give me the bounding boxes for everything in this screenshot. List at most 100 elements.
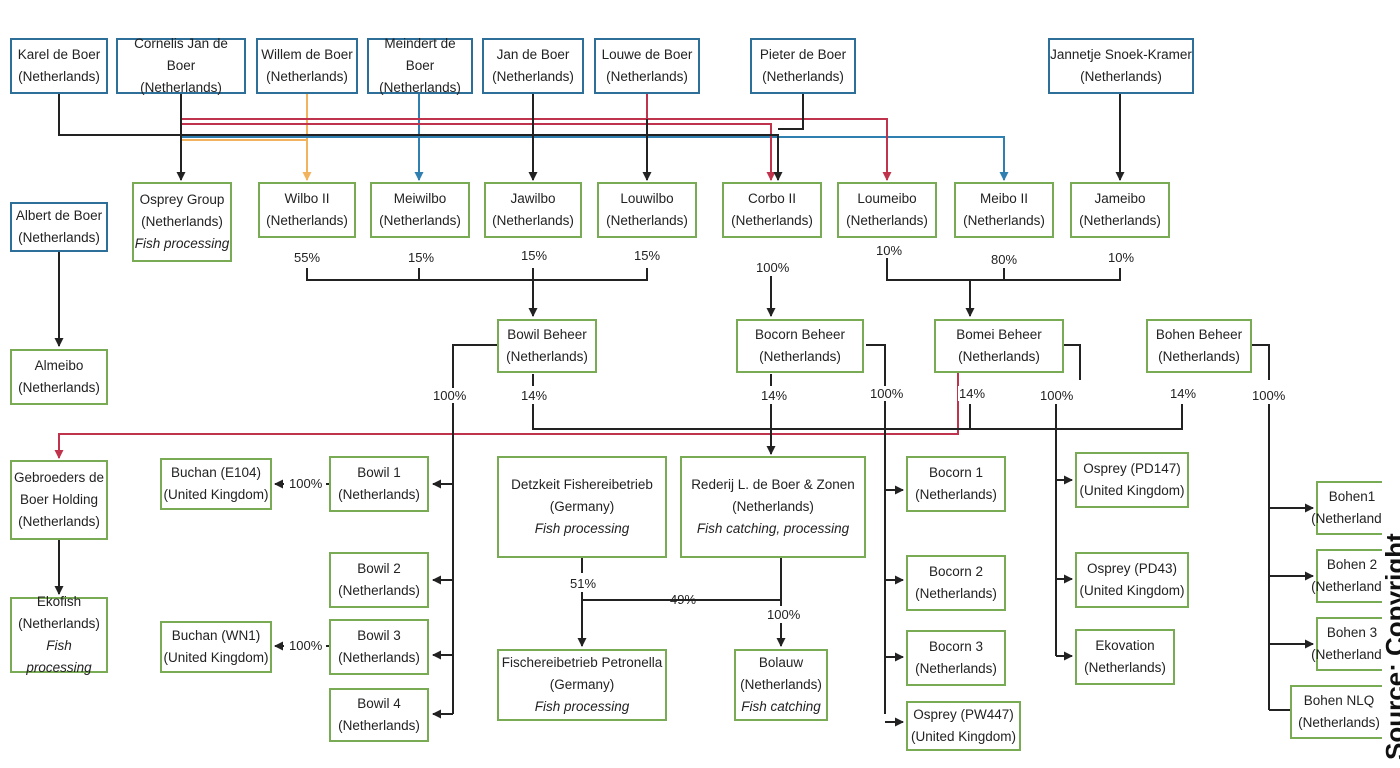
node-country: (United Kingdom) bbox=[910, 729, 1017, 744]
node-name: Bohen 3 bbox=[1326, 625, 1378, 640]
company-bowil-2: Bowil 2 (Netherlands) bbox=[329, 552, 429, 608]
node-name: Loumeibo bbox=[857, 191, 917, 206]
node-country: (Netherlands) bbox=[846, 213, 928, 228]
line-red-bomei-to-gebroeders bbox=[54, 372, 959, 459]
node-country: (Netherlands) bbox=[759, 349, 841, 364]
company-bohen-2: Bohen 2 (Netherlands) bbox=[1311, 549, 1393, 603]
company-bolauw: Bolauw (Netherlands) Fish catching bbox=[734, 649, 828, 721]
company-osprey-group: Osprey Group (Netherlands) Fish processi… bbox=[132, 182, 232, 262]
company-almeibo: Almeibo (Netherlands) bbox=[10, 349, 108, 405]
pct-bocorn-to-rederij: 14% bbox=[760, 388, 789, 403]
right-edge-strip bbox=[1382, 0, 1400, 768]
line-bomei-subs bbox=[1055, 344, 1081, 656]
node-name: Bohen NLQ bbox=[1303, 693, 1375, 708]
node-name: Louwilbo bbox=[620, 191, 674, 206]
node-country: (Netherlands) bbox=[732, 499, 814, 514]
edge-watermark-text: Source: Copyright bbox=[1380, 533, 1400, 760]
node-country: (Netherlands) bbox=[731, 213, 813, 228]
node-name: Meiwilbo bbox=[393, 191, 447, 206]
node-name: Jan de Boer bbox=[496, 47, 570, 62]
node-country: (Netherlands) bbox=[338, 718, 420, 733]
node-country: (Netherlands) bbox=[958, 349, 1040, 364]
company-meibo-ii: Meibo II (Netherlands) bbox=[954, 182, 1054, 238]
pct-bomei-subs: 100% bbox=[1039, 388, 1075, 403]
person-jan-de-boer: Jan de Boer (Netherlands) bbox=[482, 38, 584, 94]
node-name: Bowil 3 bbox=[357, 628, 401, 643]
node-country: (Netherlands) bbox=[1079, 213, 1161, 228]
node-name: Jameibo bbox=[1094, 191, 1146, 206]
pct-jameibo: 10% bbox=[1107, 250, 1136, 265]
node-name: Meibo II bbox=[979, 191, 1029, 206]
company-buchan-wn1: Buchan (WN1) (United Kingdom) bbox=[160, 621, 272, 673]
node-country: (Netherlands) bbox=[18, 230, 100, 245]
node-name: Bowil 4 bbox=[357, 696, 401, 711]
node-name: Willem de Boer bbox=[261, 47, 353, 62]
node-name: Cornelis Jan de Boer bbox=[134, 36, 228, 73]
node-country: (Netherlands) bbox=[606, 69, 688, 84]
node-country: (Netherlands) bbox=[338, 487, 420, 502]
node-country: (Netherlands) bbox=[1311, 579, 1393, 594]
company-meiwilbo: Meiwilbo (Netherlands) bbox=[370, 182, 470, 238]
person-jannetje-snoek-kramer: Jannetje Snoek-Kramer (Netherlands) bbox=[1048, 38, 1194, 94]
node-name: Karel de Boer bbox=[17, 47, 101, 62]
node-country: (Netherlands) bbox=[18, 616, 100, 631]
node-country: (Netherlands) bbox=[915, 661, 997, 676]
node-name: Jannetje Snoek-Kramer bbox=[1050, 47, 1192, 62]
line-bohen-subs bbox=[1252, 344, 1270, 710]
node-country: (Netherlands) bbox=[740, 677, 822, 692]
node-activity: Fish processing bbox=[534, 521, 630, 536]
company-bowil-beheer: Bowil Beheer (Netherlands) bbox=[497, 319, 597, 373]
company-osprey-pw447: Osprey (PW447) (United Kingdom) bbox=[906, 701, 1021, 751]
pct-detzkeit-to-petronella: 51% bbox=[569, 576, 598, 591]
company-bowil-1: Bowil 1 (Netherlands) bbox=[329, 456, 429, 512]
node-name: Osprey (PW447) bbox=[913, 707, 1014, 722]
node-name: Fischereibetrieb Petronella bbox=[501, 655, 663, 670]
node-country: (Netherlands) bbox=[492, 69, 574, 84]
company-osprey-pd147: Osprey (PD147) (United Kingdom) bbox=[1075, 452, 1189, 508]
person-meindert-de-boer: Meindert de Boer (Netherlands) bbox=[367, 36, 473, 95]
node-activity: Fish processing bbox=[134, 236, 230, 251]
line-pieter-to-corbo bbox=[778, 94, 804, 130]
company-gebroeders-de-boer-holding: Gebroeders de Boer Holding (Netherlands) bbox=[10, 460, 108, 540]
person-pieter-de-boer: Pieter de Boer (Netherlands) bbox=[750, 38, 856, 94]
node-activity: Fish catching, processing bbox=[696, 521, 850, 536]
node-country: (Netherlands) bbox=[266, 213, 348, 228]
pct-loumeibo: 10% bbox=[875, 243, 904, 258]
node-country: (Netherlands) bbox=[379, 80, 461, 95]
node-name: Osprey (PD147) bbox=[1083, 461, 1181, 476]
node-country: (Netherlands) bbox=[338, 583, 420, 598]
person-albert-de-boer: Albert de Boer (Netherlands) bbox=[10, 202, 108, 252]
pct-wilbo-ii: 55% bbox=[293, 250, 322, 265]
node-country: (Germany) bbox=[549, 677, 615, 692]
node-name: Pieter de Boer bbox=[759, 47, 847, 62]
company-jawilbo: Jawilbo (Netherlands) bbox=[484, 182, 582, 238]
company-wilbo-ii: Wilbo II (Netherlands) bbox=[258, 182, 356, 238]
pct-meibo-ii: 80% bbox=[990, 252, 1019, 267]
node-country: (Netherlands) bbox=[1080, 69, 1162, 84]
company-jameibo: Jameibo (Netherlands) bbox=[1070, 182, 1170, 238]
company-bocorn-3: Bocorn 3 (Netherlands) bbox=[906, 630, 1006, 686]
node-country: (Netherlands) bbox=[606, 213, 688, 228]
company-detzkeit-fishereibetrieb: Detzkeit Fishereibetrieb (Germany) Fish … bbox=[497, 456, 667, 558]
node-name: Ekovation bbox=[1095, 638, 1155, 653]
node-name: Gebroeders de Boer Holding bbox=[13, 470, 105, 507]
node-activity: Fish processing bbox=[26, 638, 92, 675]
node-name: Bocorn Beheer bbox=[754, 327, 846, 342]
node-country: (Netherlands) bbox=[915, 487, 997, 502]
pct-corbo-ii: 100% bbox=[755, 260, 791, 275]
node-country: (Netherlands) bbox=[140, 80, 222, 95]
node-name: Almeibo bbox=[34, 358, 84, 373]
node-country: (Netherlands) bbox=[338, 650, 420, 665]
node-name: Bowil Beheer bbox=[507, 327, 587, 342]
node-country: (Netherlands) bbox=[1311, 647, 1393, 662]
line-bomei-holders bbox=[886, 258, 1121, 316]
line-red-loumeibo bbox=[181, 118, 892, 181]
node-country: (United Kingdom) bbox=[1079, 583, 1185, 598]
node-country: (Netherlands) bbox=[762, 69, 844, 84]
pct-meiwilbo: 15% bbox=[407, 250, 436, 265]
node-country: (Netherlands) bbox=[18, 69, 100, 84]
node-name: Detzkeit Fishereibetrieb bbox=[511, 477, 653, 492]
node-country: (United Kingdom) bbox=[163, 487, 269, 502]
company-bowil-3: Bowil 3 (Netherlands) bbox=[329, 619, 429, 675]
node-name: Bolauw bbox=[758, 655, 804, 670]
